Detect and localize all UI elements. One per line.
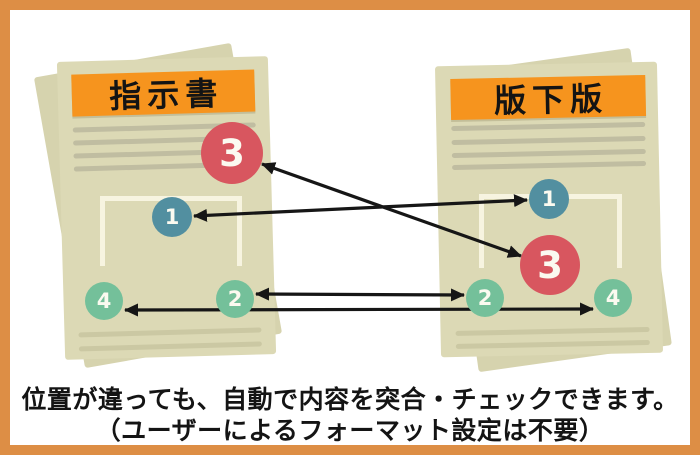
document-title-right: 版下版 <box>450 74 647 121</box>
marker-2-doc2: 2 <box>466 279 504 317</box>
match-arrow-2-2 <box>255 287 465 302</box>
caption: 位置が違っても、自動で内容を突合・チェックできます。 （ユーザーによるフォーマッ… <box>10 384 690 445</box>
marker-4-doc2: 4 <box>594 279 632 317</box>
marker-1-doc2: 1 <box>529 179 569 219</box>
text-line <box>451 135 646 146</box>
marker-2-doc1: 2 <box>216 280 254 318</box>
text-line <box>451 148 646 159</box>
marker-3-doc2: 3 <box>520 235 580 295</box>
caption-line-1: 位置が違っても、自動で内容を突合・チェックできます。 <box>21 385 679 414</box>
document-title-left: 指示書 <box>71 69 256 117</box>
text-line <box>455 339 650 349</box>
marker-4-doc1: 4 <box>85 282 123 320</box>
marker-1-doc1: 1 <box>152 197 192 237</box>
marker-3-doc1: 3 <box>201 122 263 184</box>
text-line <box>452 160 647 171</box>
caption-line-2: （ユーザーによるフォーマット設定は不要） <box>95 416 605 445</box>
text-line <box>451 121 646 132</box>
text-line <box>455 326 650 336</box>
text-line <box>78 327 262 338</box>
text-line <box>78 341 262 352</box>
